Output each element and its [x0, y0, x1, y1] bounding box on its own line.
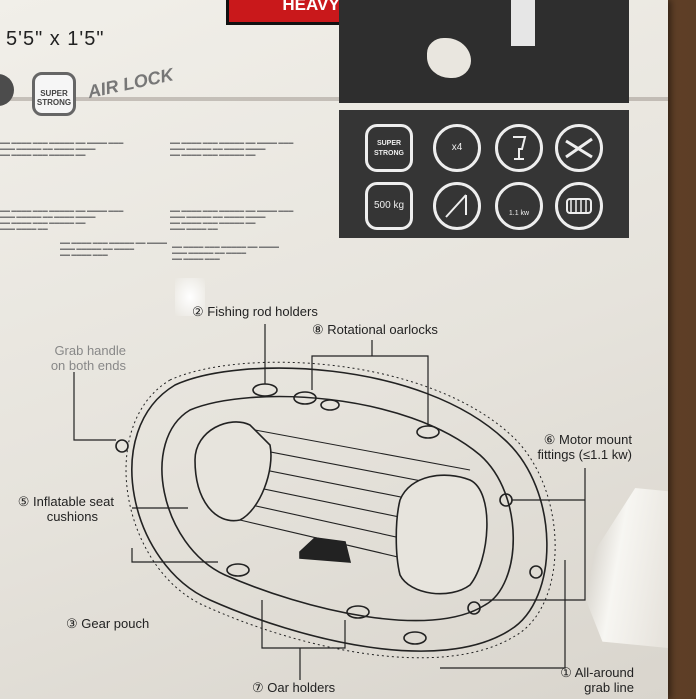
- stern-seat: [395, 474, 488, 595]
- bow-seat: [194, 421, 272, 522]
- box-dent: [175, 278, 205, 316]
- boat-inner-tube: [161, 395, 515, 622]
- warning-text-block: ▬▬ ▬▬▬▬ ▬▬▬ ▬▬▬▬▬ ▬▬ ▬▬▬▬▬▬▬ ▬▬▬▬▬ ▬▬ ▬▬…: [172, 244, 279, 262]
- product-name-panel: [339, 0, 629, 103]
- fishing-rod-holder: [252, 383, 278, 397]
- oarlock: [416, 425, 440, 439]
- handle-end: [529, 565, 543, 579]
- label-fishing-rod-holders: ② Fishing rod holders: [192, 304, 318, 319]
- oar-holder: [346, 605, 370, 619]
- oarlock: [320, 399, 340, 411]
- drink-glass-icon: [495, 124, 543, 172]
- super-strong-icon: SUPER STRONG: [365, 124, 413, 172]
- label-rotational-oarlocks: ⑧ Rotational oarlocks: [312, 322, 438, 337]
- warning-text-block: ▬▬ ▬▬▬▬ ▬▬▬ ▬▬▬▬▬ ▬▬ ▬▬▬▬ ▬▬▬▬▬▬ ▬▬▬▬▬ ▬…: [170, 208, 294, 232]
- motor-mount: [467, 601, 481, 615]
- warning-text-block: ▬▬ ▬▬▬▬ ▬▬▬ ▬▬▬▬▬ ▬▬ ▬▬▬▬ ▬▬▬▬▬▬ ▬▬▬▬▬ ▬…: [170, 140, 294, 158]
- dimensions-text: 5'5" x 1'5": [6, 28, 105, 50]
- fishing-icon: [433, 182, 481, 230]
- label-inflatable-seat: ⑤ Inflatable seat cushions: [17, 494, 114, 524]
- oarlock: [293, 391, 317, 405]
- box-fold-line: [0, 97, 668, 101]
- oars-icon: [555, 124, 603, 172]
- super-strong-logo: SUPER STRONG: [32, 72, 76, 116]
- warning-text-block: ▬▬ ▬▬▬▬ ▬▬▬ ▬▬▬▬▬ ▬▬ ▬▬▬▬ ▬▬▬▬▬▬ ▬▬▬▬▬ ▬…: [0, 208, 124, 232]
- label-motor-mount: ⑥ Motor mount fittings (≤1.1 kw): [537, 432, 632, 462]
- label-gear-pouch: ③ Gear pouch: [66, 616, 150, 631]
- handle-end: [115, 439, 129, 453]
- model-number-fragment: [511, 0, 535, 46]
- box-puncture: [427, 38, 471, 78]
- four-person-icon: x4: [433, 124, 481, 172]
- weight-capacity-icon: 500 kg: [365, 182, 413, 230]
- warning-text-block: ▬▬ ▬▬▬▬ ▬▬▬ ▬▬▬▬▬ ▬▬ ▬▬▬▬▬▬▬ ▬▬▬▬▬ ▬▬ ▬▬…: [60, 240, 167, 258]
- gear-pouch: [299, 537, 352, 563]
- boat-diagram: [73, 324, 586, 680]
- label-all-around-grab-line: ① All-around grab line: [560, 665, 634, 695]
- label-grab-handle: Grab handle on both ends: [50, 343, 126, 373]
- motor-icon: 1.1 kw: [495, 182, 543, 230]
- boat-outer-tube: [131, 367, 548, 652]
- floor-slats: [237, 429, 471, 569]
- brand-round-logo: [0, 74, 14, 106]
- leader-lines: [73, 324, 586, 680]
- boat-box: HEAVY 5'5" x 1'5" SUPER STRONG AIR LOCK …: [0, 0, 668, 699]
- oar-holder: [226, 563, 250, 577]
- grab-line: [125, 361, 556, 659]
- oar-holder: [403, 631, 427, 645]
- seat-cushion-icon: [555, 182, 603, 230]
- label-oar-holders: ⑦ Oar holders: [252, 680, 336, 695]
- feature-icon-panel: SUPER STRONG x4 500 kg 1.1 kw: [339, 110, 629, 238]
- warning-text-block: ▬▬ ▬▬▬▬ ▬▬▬ ▬▬▬▬▬ ▬▬ ▬▬▬▬ ▬▬▬▬▬▬ ▬▬▬▬▬ ▬…: [0, 140, 124, 158]
